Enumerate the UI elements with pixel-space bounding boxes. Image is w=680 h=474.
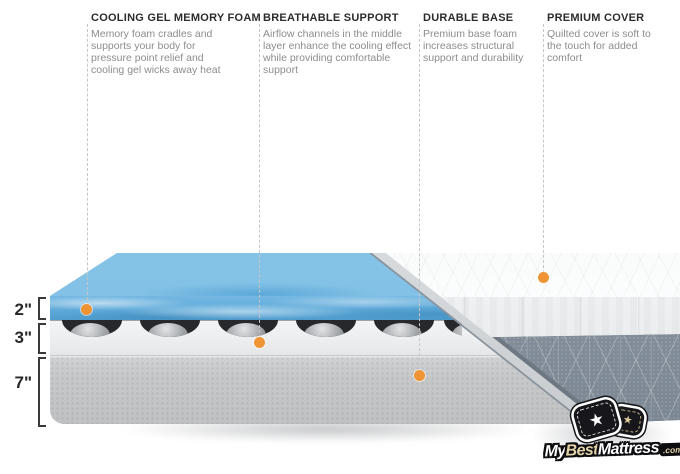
airflow-channel	[374, 320, 434, 337]
measurement-bracket-3in	[38, 323, 46, 354]
leader-line	[419, 24, 420, 376]
pillow-icon: ★	[571, 397, 622, 442]
airflow-channel	[218, 320, 278, 337]
callout-cooling-gel-memory-foam: COOLING GEL MEMORY FOAM Memory foam crad…	[86, 12, 261, 76]
logo-best: Best	[565, 441, 599, 460]
leader-line	[543, 24, 544, 278]
brand-logo-text: MyBestMattress.com	[544, 439, 680, 462]
callout-description: Premium base foam increases structural s…	[423, 28, 524, 64]
airflow-channel-band	[50, 320, 462, 338]
measurement-label-7in: 7"	[14, 373, 32, 392]
callout-dot-icon	[254, 337, 265, 348]
logo-mattress: Mattress	[597, 439, 660, 459]
callout-title: BREATHABLE SUPPORT	[263, 12, 399, 24]
callout-breathable-support: BREATHABLE SUPPORT Airflow channels in t…	[258, 12, 420, 76]
callout-title: COOLING GEL MEMORY FOAM	[91, 12, 261, 24]
cooling-gel-layer-front	[50, 296, 470, 320]
airflow-channel	[62, 320, 122, 337]
measurement-bracket-7in	[38, 357, 46, 427]
callout-durable-base: DURABLE BASE Premium base foam increases…	[418, 12, 540, 64]
airflow-channel	[296, 320, 356, 337]
measurement-bracket-2in	[38, 297, 46, 320]
callout-premium-cover: PREMIUM COVER Quilted cover is soft to t…	[542, 12, 668, 64]
brand-logo: ★ ★ MyBestMattress.com	[543, 393, 680, 474]
leader-line	[87, 24, 88, 310]
callout-title: DURABLE BASE	[423, 12, 514, 24]
leader-line	[259, 24, 260, 343]
callout-title: PREMIUM COVER	[547, 12, 645, 24]
callout-dot-icon	[414, 370, 425, 381]
star-icon: ★	[621, 413, 634, 428]
callout-dot-icon	[81, 304, 92, 315]
logo-tld: .com	[659, 442, 680, 457]
logo-my: My	[544, 442, 566, 461]
star-icon: ★	[586, 408, 607, 431]
callout-description: Airflow channels in the middle layer enh…	[263, 28, 412, 76]
airflow-channel	[140, 320, 200, 337]
callout-description: Memory foam cradles and supports your bo…	[91, 28, 221, 76]
callout-description: Quilted cover is soft to the touch for a…	[547, 28, 651, 64]
measurement-label-2in: 2"	[14, 300, 32, 319]
measurement-label-3in: 3"	[14, 328, 32, 347]
base-foam-layer	[50, 356, 585, 424]
callout-dot-icon	[538, 272, 549, 283]
